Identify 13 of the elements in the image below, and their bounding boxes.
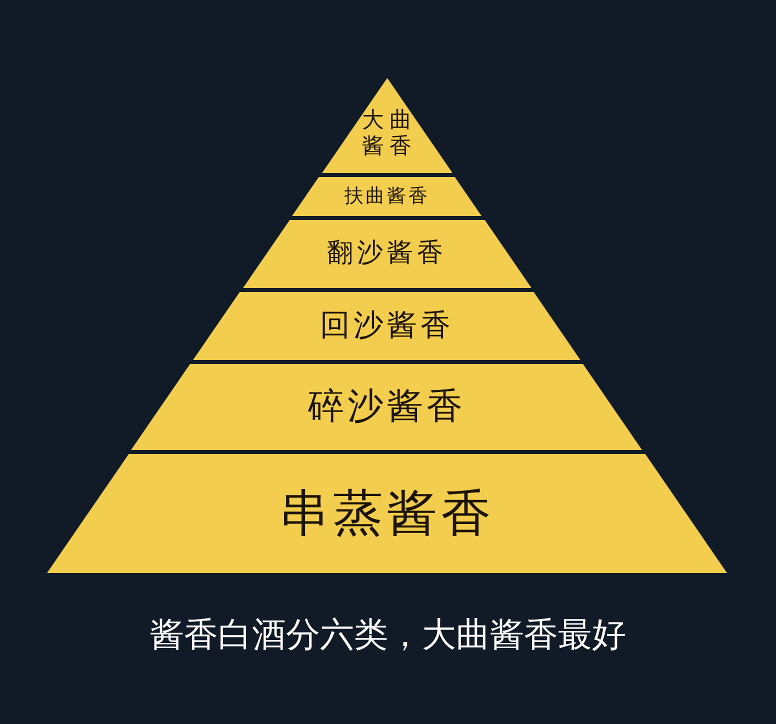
tier-label: 回沙酱香 (320, 308, 454, 344)
pyramid-tier-band (193, 292, 581, 360)
pyramid-tier-band (47, 454, 727, 573)
pyramid-apex-triangle (322, 78, 452, 173)
pyramid-tier-band (131, 364, 642, 450)
tier-label: 扶曲酱香 (344, 186, 430, 208)
tier-label: 大曲酱香 (361, 108, 418, 159)
caption: 酱香白酒分六类，大曲酱香最好 (150, 615, 626, 655)
pyramid-tier-band (242, 220, 532, 288)
tier-label: 碎沙酱香 (308, 386, 466, 428)
tier-label: 串蒸酱香 (279, 484, 495, 542)
tier-label: 翻沙酱香 (327, 239, 447, 269)
pyramid-tier-band (292, 177, 482, 216)
